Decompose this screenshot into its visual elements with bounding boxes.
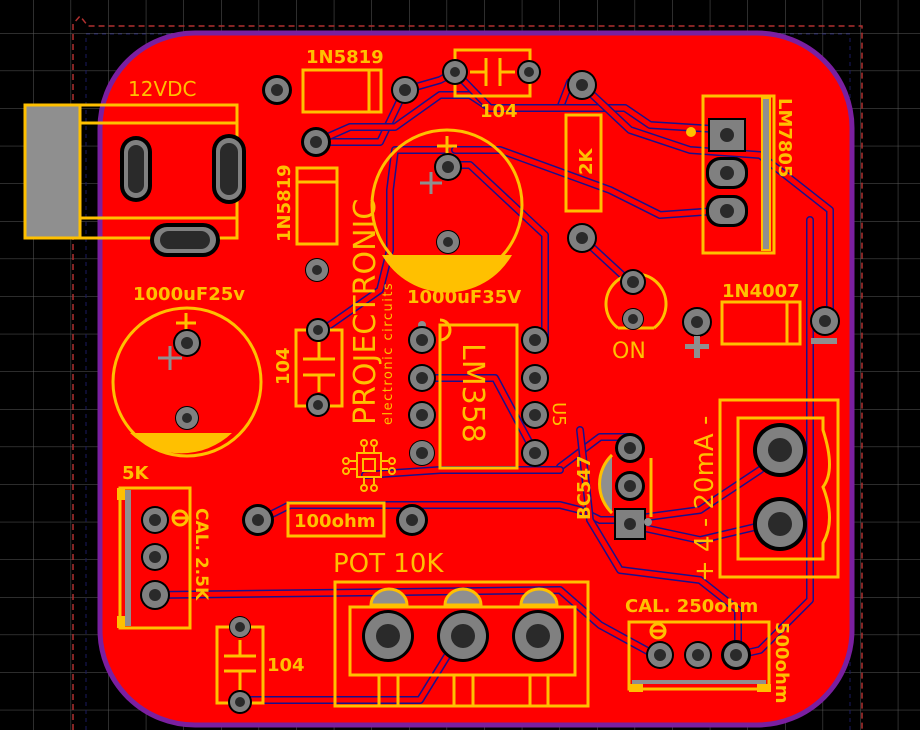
resistor-100ohm[interactable]: 100ohm [242, 501, 428, 538]
chip-icon [342, 439, 396, 492]
opamp-pins-left [408, 326, 436, 466]
trimmer-right-label: CAL. 250ohm [625, 596, 758, 617]
diode-1n5819-top[interactable]: 1N5819 [262, 47, 419, 114]
capacitor-104-bottom[interactable]: 104 [215, 616, 305, 714]
cap-top-label: 104 [480, 101, 518, 122]
cap-35v-label: 1000uF35V [407, 287, 521, 308]
diode-1n4007[interactable]: 1N4007 [682, 281, 840, 358]
minus-marker [811, 338, 837, 344]
capacitor-104-mid[interactable]: 104 [273, 318, 344, 417]
regulator-label: LM7805 [774, 98, 795, 177]
pin1-marker [686, 127, 696, 137]
dc-jack-pad [150, 223, 220, 257]
resistor-100-label: 100ohm [294, 511, 376, 532]
led-on-indicator[interactable]: ON [604, 269, 668, 364]
keepout-outline [72, 14, 863, 730]
dc-jack-body [23, 103, 82, 240]
resistor-2k-label: 2K [576, 147, 597, 175]
led-label: ON [612, 339, 646, 364]
opamp-label: LM358 [455, 343, 490, 443]
regulator-heatsink-tab [761, 97, 771, 251]
cap-bottom-label: 104 [267, 655, 305, 676]
transistor-bc547[interactable]: BC547 [574, 433, 653, 540]
diode-right-label: 1N4007 [722, 281, 800, 302]
dc-jack-12vdc[interactable]: 12VDC [23, 77, 246, 257]
capacitor-1000uf-25v[interactable]: 1000uF25v [111, 284, 263, 458]
terminal-label: + 4 - 20mA - [690, 416, 720, 582]
regulator-lm7805[interactable]: LM7805 [686, 94, 795, 255]
dc-jack-label: 12VDC [128, 77, 197, 101]
cap-25v-label: 1000uF25v [133, 284, 245, 305]
trimmer-right-value: 500ohm [771, 622, 792, 704]
diode-top-label: 1N5819 [306, 47, 384, 68]
capacitor-104-top[interactable]: 104 [442, 48, 541, 122]
logo-tagline: electronic circuits [381, 282, 396, 425]
opamp-ref: U5 [548, 402, 569, 427]
diode-1n5819-left[interactable]: 1N5819 [274, 164, 339, 282]
trimmer-cal-2-5k[interactable]: 5K CAL. 2.5K [117, 463, 211, 630]
trimmer-left-value: 5K [122, 463, 150, 484]
trimmer-cal-250ohm[interactable]: CAL. 250ohm 500ohm [625, 596, 792, 704]
cap-mid-label: 104 [273, 347, 294, 385]
pot-label: POT 10K [333, 549, 444, 579]
output-terminal-4-20ma[interactable]: + 4 - 20mA - [690, 398, 840, 582]
capacitor-1000uf-35v[interactable]: 1000uF35V [370, 128, 524, 308]
diode-left-label: 1N5819 [274, 164, 295, 242]
opamp-pins-right [521, 326, 549, 467]
transistor-label: BC547 [574, 455, 595, 520]
via-pad [301, 127, 331, 157]
dc-jack-pad [212, 134, 246, 204]
potentiometer-10k[interactable]: POT 10K [333, 549, 590, 708]
resistor-2k[interactable]: 2K [564, 70, 603, 253]
dc-jack-pad [120, 136, 152, 202]
logo-name: PROJECTRONIC [348, 199, 383, 425]
trimmer-left-label: CAL. 2.5K [191, 508, 211, 601]
projectronic-logo: PROJECTRONIC electronic circuits [342, 199, 396, 492]
opamp-lm358[interactable]: LM358 U5 [408, 318, 569, 470]
